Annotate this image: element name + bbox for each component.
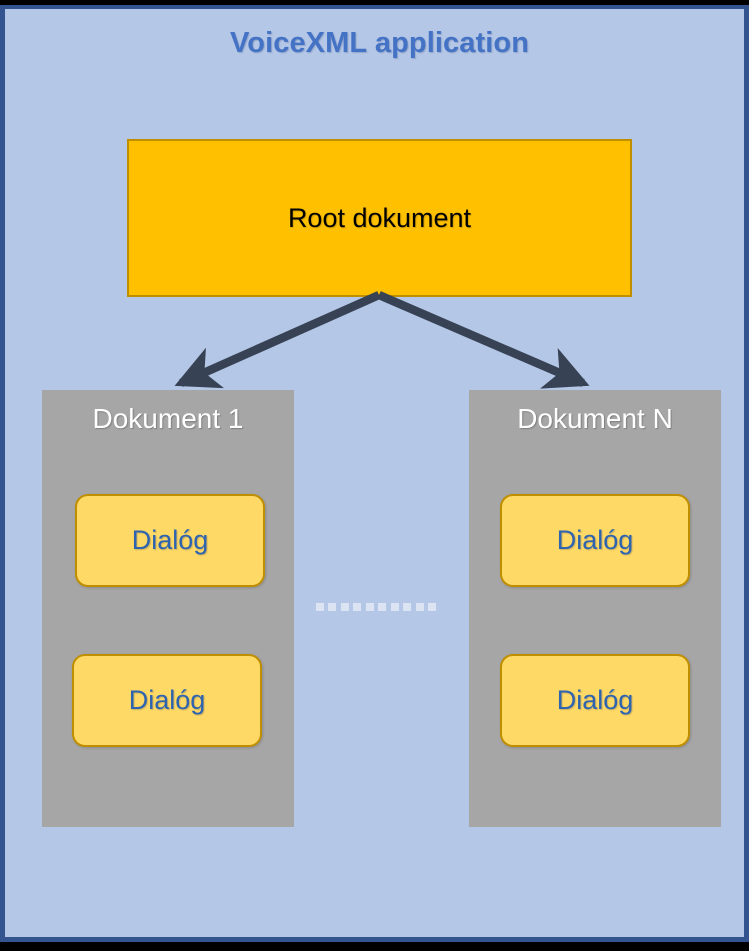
ellipsis-dot <box>328 603 337 611</box>
ellipsis-dot <box>353 603 362 611</box>
ellipsis-dot <box>365 603 374 611</box>
node-dialog-1-1-label: Dialóg <box>131 525 209 555</box>
ellipsis-dot <box>378 603 387 611</box>
node-dokument-n[interactable]: Dokument N Dialóg Dialóg <box>469 390 721 827</box>
ellipsis-dot <box>316 603 324 611</box>
ellipsis-dot <box>340 603 349 611</box>
arrow-root-to-dokument-1 <box>174 291 381 389</box>
node-dokument-1[interactable]: Dokument 1 Dialóg Dialóg <box>42 390 294 827</box>
node-dialog-1-1[interactable]: Dialóg <box>75 494 265 587</box>
ellipsis-separator <box>316 602 436 612</box>
node-dialog-n-2-label: Dialóg <box>556 685 634 715</box>
page-title: VoiceXML application <box>229 27 530 59</box>
node-dialog-n-1-label: Dialóg <box>556 525 634 555</box>
ellipsis-dot <box>390 603 399 611</box>
node-dialog-1-2[interactable]: Dialóg <box>72 654 262 747</box>
node-dialog-n-1[interactable]: Dialóg <box>500 494 690 587</box>
node-dialog-1-2-label: Dialóg <box>128 685 206 715</box>
node-root-dokument-label: Root dokument <box>287 202 472 233</box>
node-dokument-1-title: Dokument 1 <box>92 403 244 434</box>
node-root-dokument[interactable]: Root dokument <box>127 139 632 297</box>
slide-frame: VoiceXML application Root dokument Dokum… <box>0 5 749 942</box>
ellipsis-dot <box>415 603 424 611</box>
node-dokument-n-title: Dokument N <box>517 403 673 434</box>
ellipsis-dot <box>403 603 412 611</box>
arrow-root-to-dokument-n <box>377 291 590 389</box>
node-dialog-n-2[interactable]: Dialóg <box>500 654 690 747</box>
ellipsis-dot <box>427 603 436 611</box>
